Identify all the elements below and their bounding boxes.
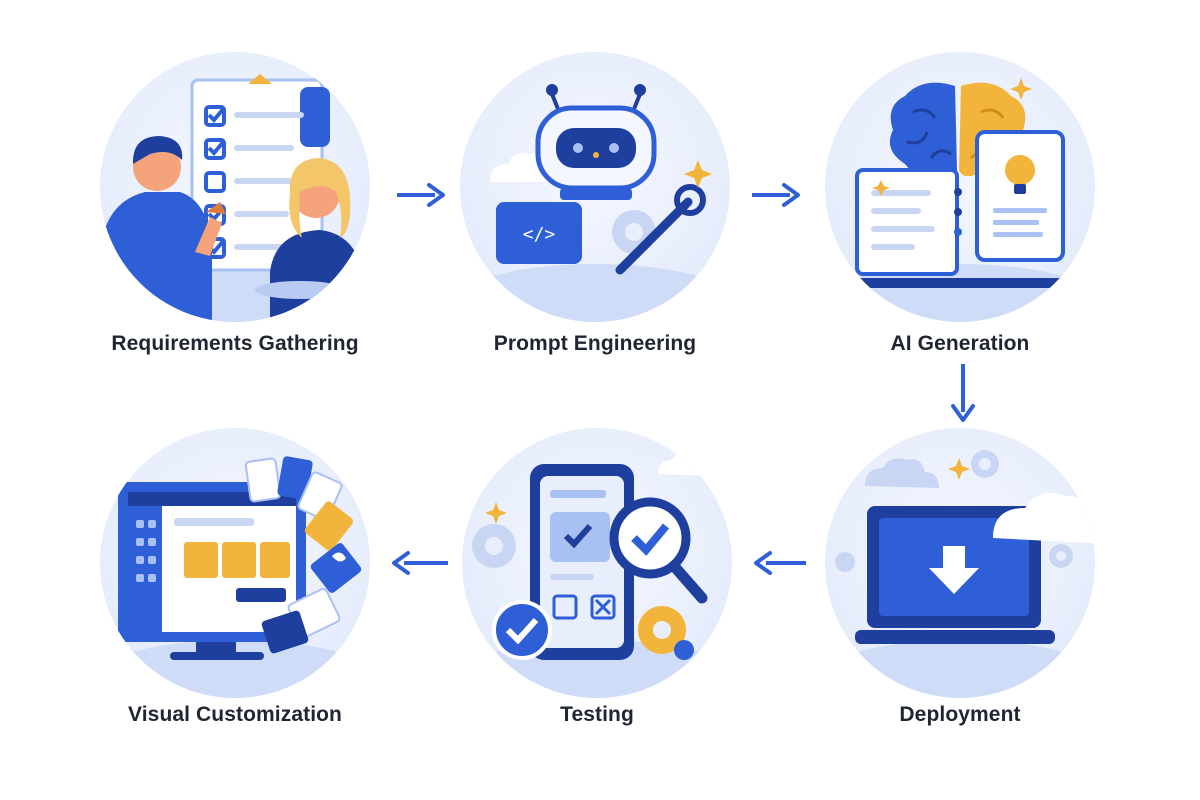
brain-laptop-icon [825, 52, 1095, 322]
step-label: Deployment [899, 703, 1021, 726]
robot-code-icon: </> [460, 52, 730, 322]
arrow-down [951, 364, 975, 422]
step-label: Requirements Gathering [111, 332, 359, 355]
step-label: Prompt Engineering [493, 332, 697, 355]
step-label: AI Generation [890, 332, 1030, 355]
step-label: Visual Customization [128, 703, 342, 726]
checklist-team-icon [100, 52, 370, 322]
svg-text:</>: </> [523, 224, 556, 245]
arrow-right-2 [752, 183, 800, 207]
monitor-palette-icon [100, 428, 370, 698]
step-label: Testing [560, 703, 634, 726]
arrow-right-1 [397, 183, 445, 207]
arrow-left-1 [754, 551, 806, 575]
arrow-left-2 [392, 551, 448, 575]
phone-magnifier-check-icon [462, 428, 732, 698]
cloud-laptop-download-icon [825, 428, 1095, 698]
